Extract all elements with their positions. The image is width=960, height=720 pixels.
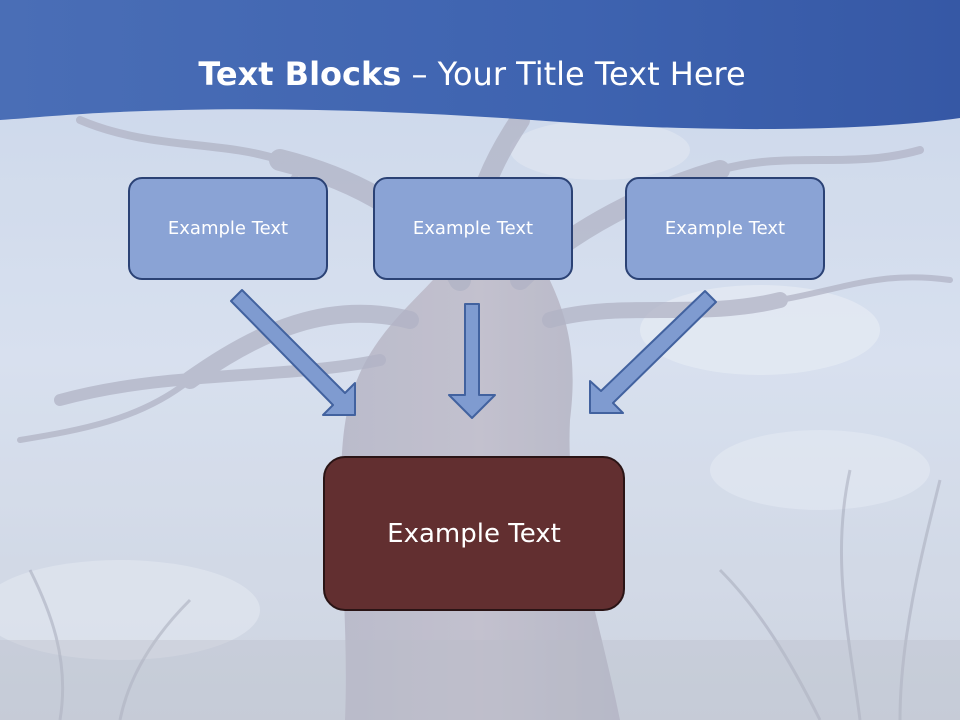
- text-block-2[interactable]: Example Text: [373, 177, 573, 280]
- text-block-3-label: Example Text: [664, 218, 786, 239]
- title-rest: Your Title Text Here: [437, 55, 746, 93]
- text-block-1[interactable]: Example Text: [128, 177, 328, 280]
- title-bold-part: Text Blocks: [198, 55, 402, 93]
- text-block-3[interactable]: Example Text: [625, 177, 825, 280]
- result-text-block-label: Example Text: [387, 518, 561, 549]
- text-block-2-label: Example Text: [412, 218, 534, 239]
- slide-title: Text Blocks – Your Title Text Here: [0, 52, 944, 96]
- title-separator: –: [401, 55, 438, 93]
- text-block-1-label: Example Text: [167, 218, 289, 239]
- result-text-block[interactable]: Example Text: [323, 456, 625, 611]
